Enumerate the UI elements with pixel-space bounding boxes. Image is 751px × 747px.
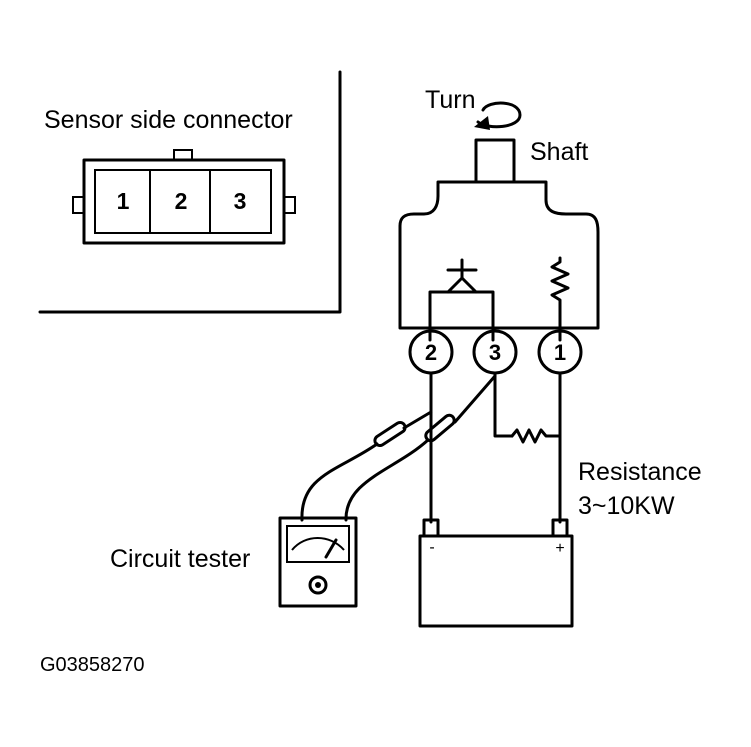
- tester-probes: [300, 374, 497, 522]
- transistor-symbol: [428, 258, 495, 342]
- resistance-value: 3~10KW: [578, 492, 675, 520]
- battery-minus: -: [429, 539, 434, 556]
- battery-plus: +: [555, 540, 564, 557]
- circuit-tester-label: Circuit tester: [110, 545, 250, 573]
- rotation-arrow-icon: [474, 101, 522, 130]
- shaft: [474, 138, 516, 184]
- connector-pin-3: 3: [234, 188, 247, 214]
- connector-pin-2: 2: [175, 188, 188, 214]
- connector-inset: Sensor side connector 1 2 3: [38, 70, 342, 314]
- connector-title: Sensor side connector: [44, 106, 293, 134]
- terminal-3: 3: [472, 329, 518, 375]
- internal-resistor-symbol: [550, 256, 570, 342]
- battery: - +: [418, 518, 574, 628]
- sensor-body: [398, 180, 600, 330]
- terminal-label-1: 1: [554, 340, 566, 365]
- shaft-label: Shaft: [530, 138, 588, 166]
- wiring: [429, 371, 562, 524]
- terminal-label-2: 2: [425, 340, 437, 365]
- connector-pin-1: 1: [117, 188, 130, 214]
- sensor-side-connector: 1 2 3: [72, 149, 296, 245]
- figure-code: G03858270: [40, 654, 145, 676]
- resistance-label: Resistance: [578, 458, 702, 486]
- circuit-tester: [278, 516, 358, 608]
- terminal-label-3: 3: [489, 340, 501, 365]
- turn-label: Turn: [425, 86, 475, 114]
